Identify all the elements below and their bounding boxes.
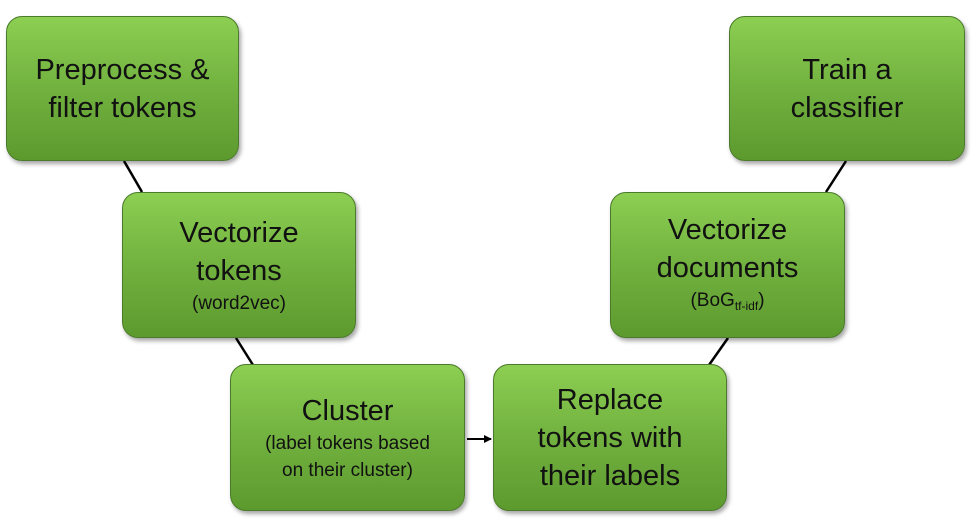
step-replace-title: Replace tokens with their labels xyxy=(537,383,683,492)
step-vectorize-tokens-subtitle: (word2vec) xyxy=(192,292,286,314)
step-vectorize-documents-box: Vectorize documents (BoGtf-idf) xyxy=(610,192,845,338)
step-vectorize-tokens-box: Vectorize tokens (word2vec) xyxy=(122,192,356,338)
step-vectorize-documents-title: Vectorize documents xyxy=(656,213,799,284)
step-cluster-box: Cluster (label tokens based on their clu… xyxy=(230,364,465,511)
step-preprocess-box: Preprocess & filter tokens xyxy=(6,16,239,161)
step-cluster-subtitle: (label tokens based on their cluster) xyxy=(265,432,430,481)
step-replace-box: Replace tokens with their labels xyxy=(493,364,727,511)
connector-replace-to-vectorize-documents xyxy=(707,337,730,366)
step-vectorize-documents-subtitle: (BoGtf-idf) xyxy=(690,287,764,320)
subtitle-subscript: tf-idf xyxy=(734,298,759,313)
step-train-title: Train a classifier xyxy=(790,53,904,124)
subtitle-prefix: (BoG xyxy=(690,289,735,311)
connector-vectorize-tokens-to-cluster xyxy=(234,337,255,366)
connector-vectorize-documents-to-train xyxy=(824,160,848,193)
step-cluster-title: Cluster xyxy=(301,394,394,427)
subtitle-suffix: ) xyxy=(758,289,765,311)
connector-preprocess-to-vectorize-tokens xyxy=(122,160,144,193)
step-vectorize-tokens-title: Vectorize tokens xyxy=(179,216,299,287)
step-train-box: Train a classifier xyxy=(729,16,965,161)
step-preprocess-title: Preprocess & filter tokens xyxy=(35,53,210,124)
